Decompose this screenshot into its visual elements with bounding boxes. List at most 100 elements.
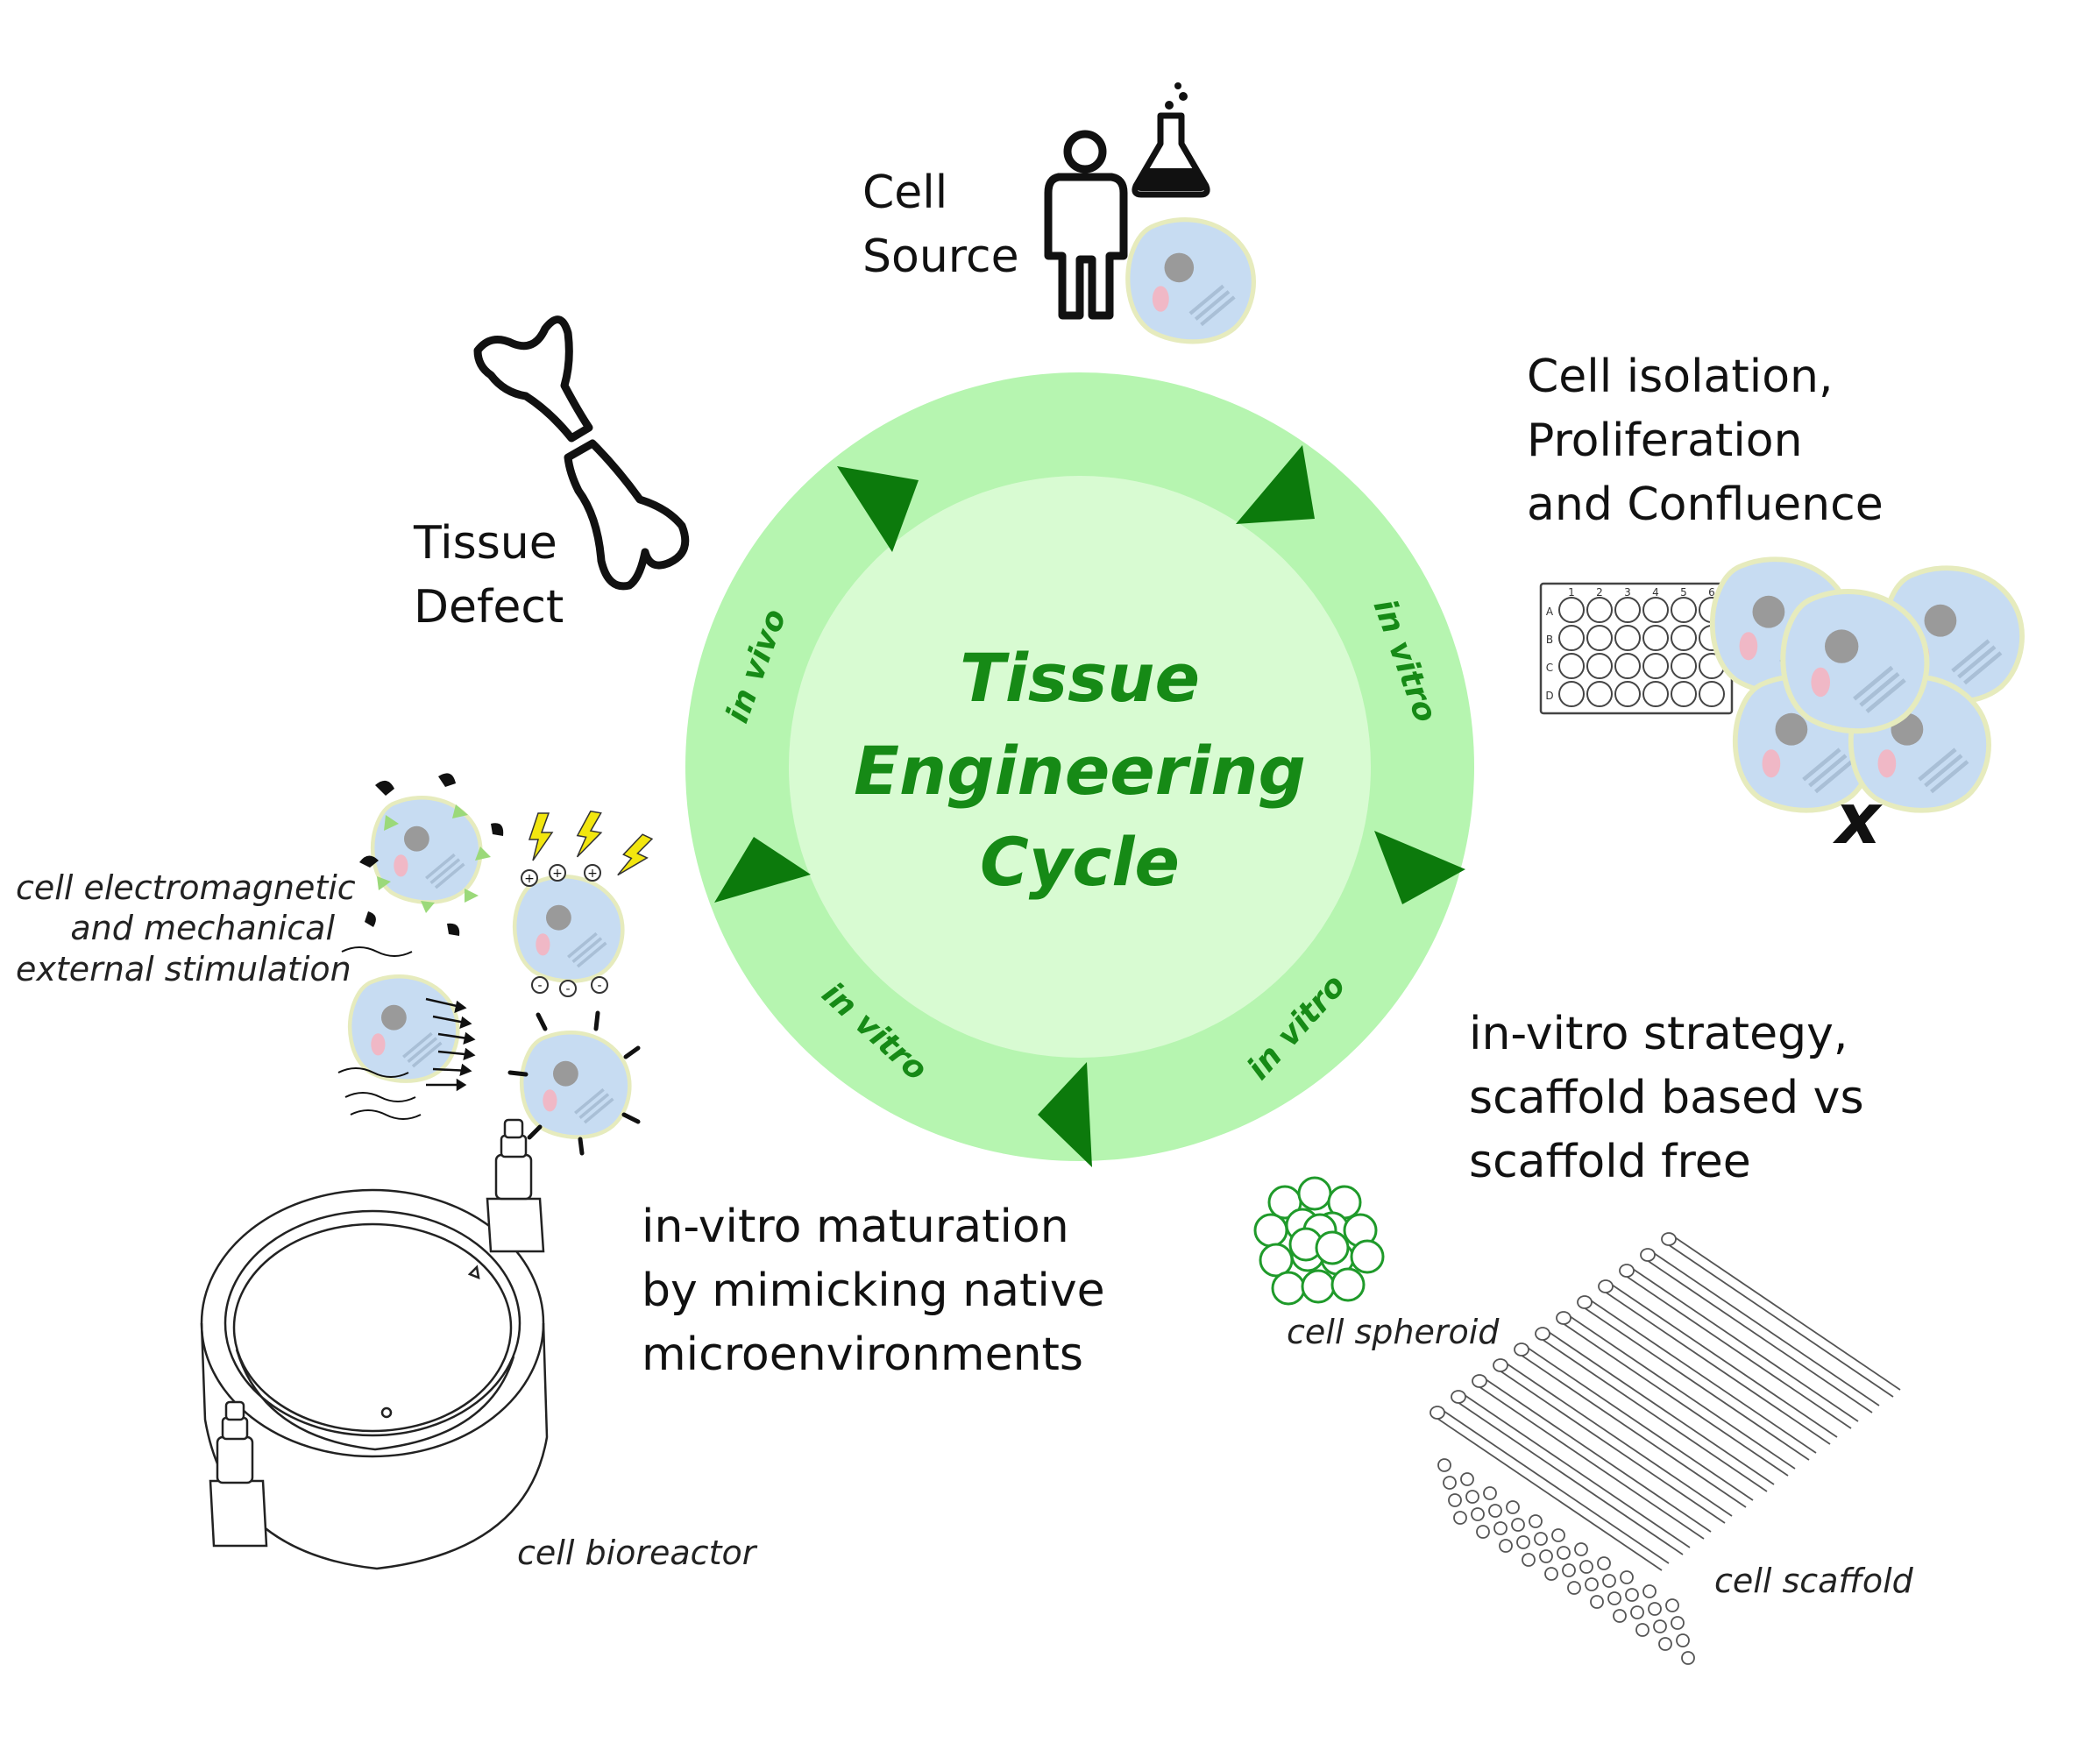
scaffold-rod-end (1598, 1279, 1614, 1293)
scaffold-cross-rod (1476, 1525, 1490, 1539)
scaffold-cross-rod (1499, 1539, 1513, 1553)
scaffold-icon (1430, 1232, 1901, 1665)
scaffold-cross-rod (1534, 1532, 1548, 1546)
plate-well (1642, 681, 1669, 707)
plate-well (1671, 625, 1697, 651)
scaffold-rod-end (1661, 1232, 1677, 1246)
plate-well (1558, 597, 1585, 623)
scaffold-rod (1622, 1266, 1859, 1429)
scaffold-cross-rod (1653, 1619, 1667, 1633)
plate-well (1671, 653, 1697, 679)
plus-sign-1: + (524, 872, 535, 886)
stimulation-line-1: cell electromagnetic (16, 868, 356, 907)
caption-bioreactor: cell bioreactor (517, 1534, 756, 1572)
plus-sign-3: + (587, 867, 598, 881)
spheroid-cell (1301, 1269, 1336, 1304)
scaffold-cross-rod (1635, 1623, 1649, 1637)
scaffold-cross-rod (1465, 1490, 1479, 1504)
scaffold-cross-rod (1579, 1560, 1593, 1574)
scaffold-rod-end (1619, 1264, 1635, 1278)
scaffold-rod-end (1577, 1295, 1593, 1309)
well-plate-icon: 1 2 3 4 5 6 A B C D (1539, 582, 1734, 715)
cycle-ring (685, 372, 1474, 1161)
plate-col-4: 4 (1652, 586, 1659, 599)
stimulation-cells: + + + - - - (337, 773, 656, 1156)
scaffold-rod (1559, 1314, 1796, 1477)
scaffold-cross-rod (1551, 1528, 1565, 1542)
spheroid-cell (1271, 1271, 1306, 1306)
plate-well (1558, 653, 1585, 679)
plate-well (1586, 681, 1613, 707)
scaffold-cross-rod (1493, 1521, 1508, 1535)
flask-icon (1132, 82, 1210, 198)
scaffold-cross-rod (1630, 1605, 1644, 1619)
cell-source-line-1: Cell (862, 166, 948, 219)
defect-line-1: Tissue (414, 517, 557, 570)
scaffold-rod (1601, 1282, 1838, 1445)
stim-cell-green-dots (359, 773, 504, 936)
scaffold-rod-end (1430, 1406, 1445, 1420)
arrow-top-left (837, 466, 919, 552)
plate-well (1671, 597, 1697, 623)
spheroid-icon (1253, 1176, 1385, 1306)
plate-well (1614, 625, 1641, 651)
stage-cell-source: Cell Source (862, 161, 1019, 289)
scaffold-cross-rod (1544, 1567, 1558, 1581)
scaffold-rod (1643, 1250, 1880, 1413)
strategy-line-3: scaffold free (1469, 1135, 1751, 1188)
stage-strategy: in-vitro strategy, scaffold based vs sca… (1469, 1002, 1864, 1194)
plate-well (1671, 681, 1697, 707)
scaffold-cross-rod (1625, 1588, 1639, 1602)
scaffold-cross-rod (1448, 1493, 1462, 1507)
scaffold-cross-rod (1676, 1633, 1690, 1647)
scaffold-cross-rod (1529, 1514, 1543, 1528)
scaffold-cross-rod (1511, 1518, 1525, 1532)
center-title-line-3: Cycle (980, 823, 1180, 901)
isolation-line-2: Proliferation (1527, 414, 1803, 467)
scaffold-cross-rod (1620, 1570, 1634, 1584)
plate-row-c: C (1546, 662, 1553, 674)
plate-col-3: 3 (1624, 586, 1631, 599)
scaffold-rod (1664, 1235, 1901, 1398)
scaffold-cross-rod (1562, 1563, 1576, 1577)
scaffold-rod (1517, 1345, 1754, 1508)
stage-maturation: in-vitro maturation by mimicking native … (642, 1195, 1105, 1386)
scaffold-cross-rod (1483, 1486, 1497, 1500)
arrow-left (714, 837, 811, 903)
scaffold-cross-rod (1658, 1637, 1672, 1651)
scaffold-rod-end (1535, 1327, 1550, 1341)
scaffold-cross-rod (1567, 1581, 1581, 1595)
arrow-right (1374, 831, 1465, 904)
arrow-bottom (1038, 1062, 1092, 1167)
scaffold-cross-rod (1539, 1549, 1553, 1563)
ring-inner (789, 476, 1371, 1058)
stim-cell-flow (337, 946, 476, 1120)
spheroid-cell (1350, 1239, 1385, 1274)
scaffold-rod (1454, 1392, 1691, 1555)
plate-col-6: 6 (1708, 586, 1715, 599)
spheroid-cell (1330, 1267, 1366, 1302)
stimulation-line-3: external stimulation (16, 949, 351, 988)
stimulation-line-2: and mechanical (70, 909, 335, 948)
scaffold-cross-rod (1585, 1577, 1599, 1591)
scaffold-rod (1538, 1329, 1775, 1492)
spheroid-cell (1297, 1176, 1332, 1211)
scaffold-cross-rod (1602, 1574, 1616, 1588)
strategy-line-2: scaffold based vs (1469, 1071, 1864, 1124)
scaffold-cross-rod (1460, 1472, 1474, 1486)
scaffold-rod-end (1472, 1374, 1487, 1388)
scaffold-cross-rod (1613, 1609, 1627, 1623)
spheroid-cell (1315, 1230, 1350, 1265)
person-icon (1044, 130, 1128, 320)
center-title-line-1: Tissue (960, 639, 1200, 717)
scaffold-rod-end (1514, 1342, 1529, 1357)
stage-isolation: Cell isolation, Proliferation and Conflu… (1527, 345, 1884, 536)
plate-well (1586, 653, 1613, 679)
defect-line-2: Defect (414, 580, 564, 634)
scaffold-rod (1496, 1361, 1733, 1524)
scaffold-cross-rod (1642, 1584, 1657, 1598)
scaffold-rod-end (1640, 1248, 1656, 1262)
stim-cell-lightning: + + + - - - (514, 809, 656, 997)
plate-well (1642, 625, 1669, 651)
scaffold-rod-end (1556, 1311, 1571, 1325)
